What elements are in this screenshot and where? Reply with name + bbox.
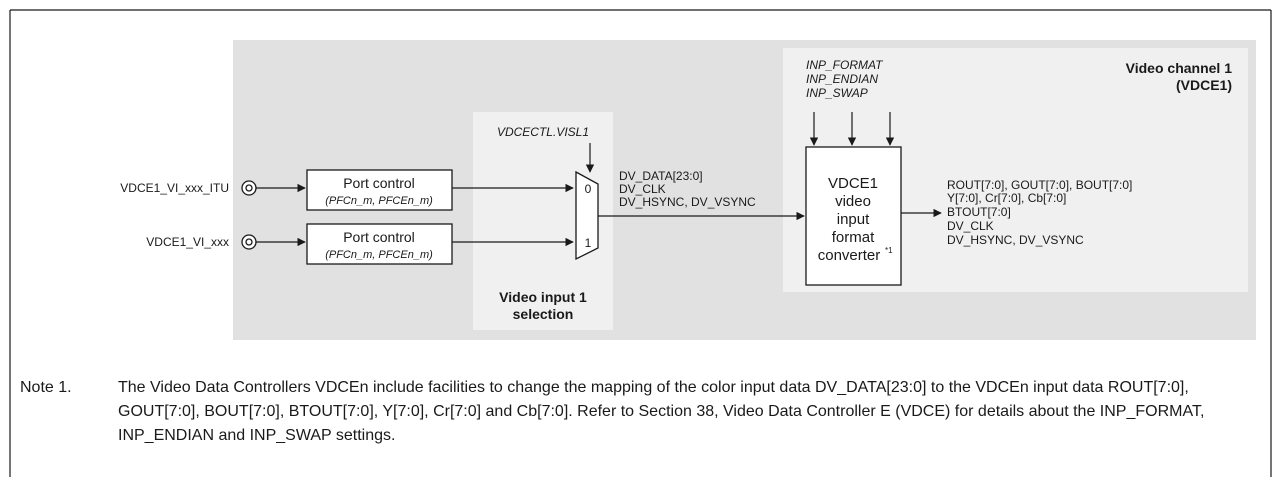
input-pin-dot-xxx — [245, 238, 253, 246]
converter-line-4: format — [832, 229, 875, 246]
channel-title-line2: (VDCE1) — [1176, 77, 1232, 93]
input-pin-dot-itu — [245, 184, 253, 192]
converter-line-3: input — [837, 211, 870, 228]
bus-signal-3: DV_HSYNC, DV_VSYNC — [619, 195, 756, 209]
port-control-sub-xxx: (PFCn_m, PFCEn_m) — [325, 249, 433, 261]
converter-line-1: VDCE1 — [828, 175, 878, 192]
format-converter-block — [805, 146, 902, 286]
footnote-label: Note 1. — [20, 379, 72, 396]
output-signal-5: DV_HSYNC, DV_VSYNC — [947, 233, 1084, 247]
channel-title-line1: Video channel 1 — [1126, 60, 1233, 76]
mux-select-label: VDCECTL.VISL1 — [497, 125, 589, 139]
output-signal-3: BTOUT[7:0] — [947, 205, 1011, 219]
converter-footnote-marker: *1 — [885, 246, 893, 255]
output-signal-4: DV_CLK — [947, 219, 994, 233]
selection-title-line2: selection — [513, 306, 574, 322]
port-control-block-xxx — [306, 223, 453, 265]
config-signal-2: INP_ENDIAN — [806, 72, 878, 86]
port-control-block-itu — [306, 169, 453, 211]
output-signal-2: Y[7:0], Cr[7:0], Cb[7:0] — [947, 191, 1066, 205]
mux-port-0-label: 0 — [585, 182, 592, 196]
converter-line-5: converter — [818, 247, 881, 264]
bus-signal-2: DV_CLK — [619, 182, 666, 196]
converter-line-2: video — [835, 193, 871, 210]
config-signal-1: INP_FORMAT — [806, 58, 884, 72]
input-pin-label-xxx: VDCE1_VI_xxx — [146, 235, 229, 249]
port-control-sub-itu: (PFCn_m, PFCEn_m) — [325, 195, 433, 207]
port-control-label-xxx: Port control — [343, 229, 415, 245]
multiplexer — [575, 170, 599, 261]
input-pin-label-itu: VDCE1_VI_xxx_ITU — [120, 181, 229, 195]
port-control-label-itu: Port control — [343, 175, 415, 191]
bus-signal-1: DV_DATA[23:0] — [619, 169, 703, 183]
config-signal-3: INP_SWAP — [806, 86, 868, 100]
footnote-text: The Video Data Controllers VDCEn include… — [118, 379, 1205, 444]
selection-title-line1: Video input 1 — [499, 289, 587, 305]
mux-port-1-label: 1 — [585, 236, 592, 250]
output-signal-1: ROUT[7:0], GOUT[7:0], BOUT[7:0] — [947, 178, 1132, 192]
